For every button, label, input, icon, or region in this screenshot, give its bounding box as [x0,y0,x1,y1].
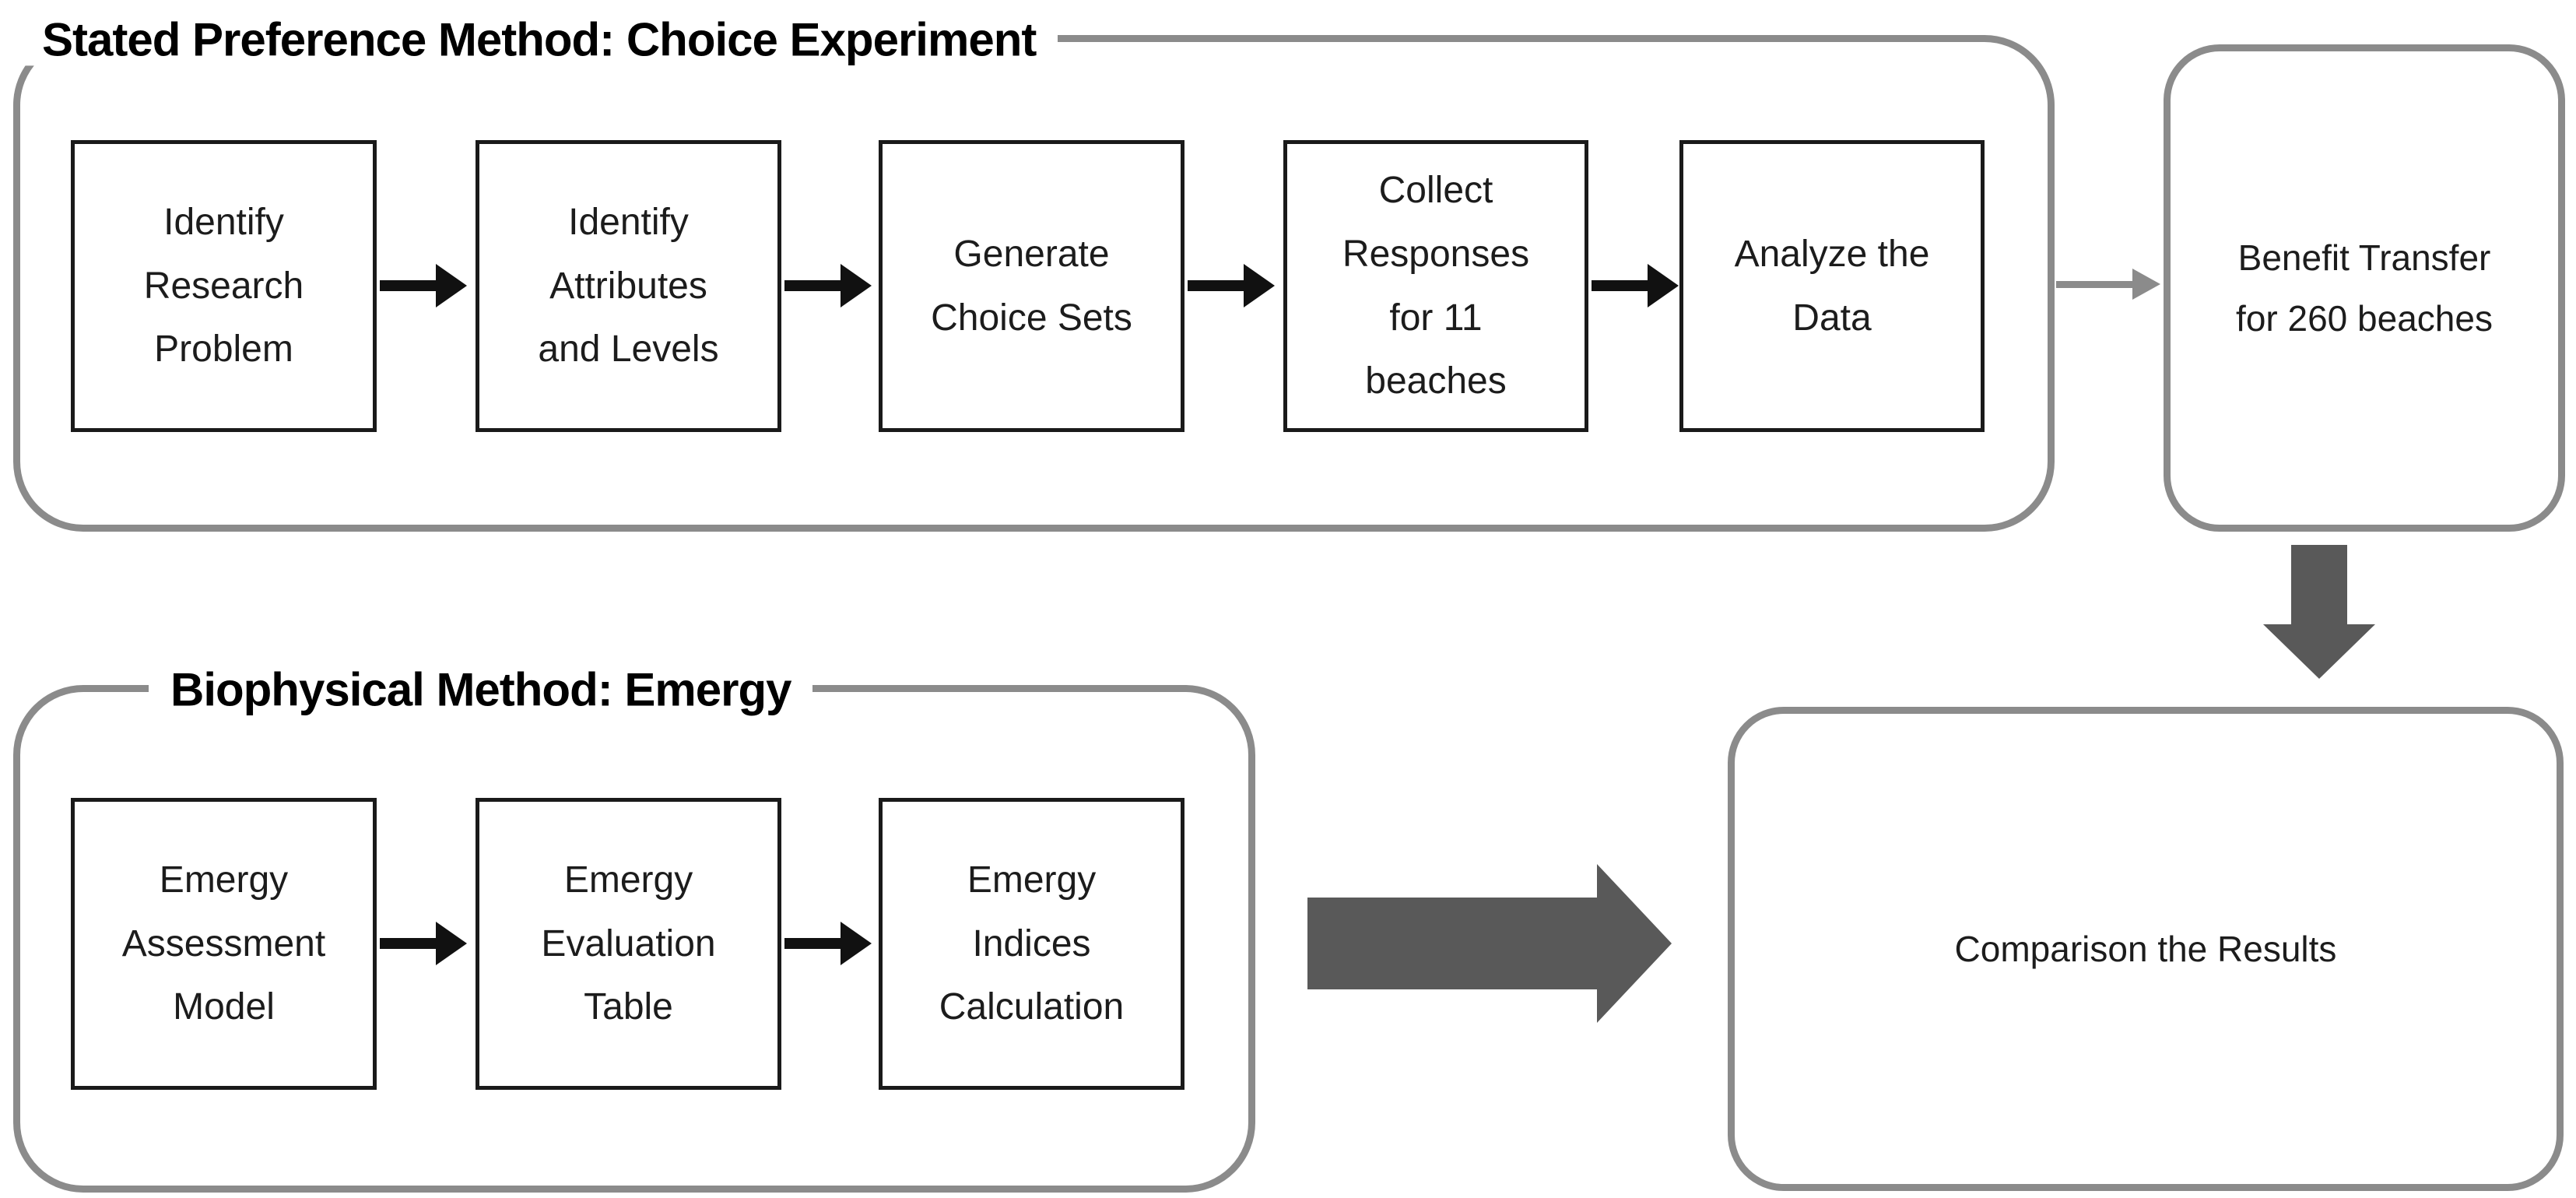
arrow-shaft [2291,545,2347,624]
block-arrow-down-icon [2263,545,2375,679]
flow-arrow-icon [380,922,467,965]
arrow-head-icon [2263,624,2375,679]
step-identify-research-problem: Identify Research Problem [71,140,377,432]
benefit-transfer-box: Benefit Transfer for 260 beaches [2164,44,2565,532]
arrow-head-icon [841,922,872,965]
arrow-head-icon [841,264,872,307]
arrow-head-icon [436,264,467,307]
step-identify-attributes-levels: Identify Attributes and Levels [476,140,781,432]
arrow-head-icon [2132,269,2160,300]
flow-arrow-icon [784,264,872,307]
step-emergy-indices-calculation: Emergy Indices Calculation [879,798,1184,1090]
flow-arrow-icon [1188,264,1275,307]
step-generate-choice-sets: Generate Choice Sets [879,140,1184,432]
step-analyze-data: Analyze the Data [1679,140,1985,432]
arrow-shaft [2056,280,2132,288]
stated-preference-group-title: Stated Preference Method: Choice Experim… [20,14,1058,66]
step-emergy-evaluation-table: Emergy Evaluation Table [476,798,781,1090]
arrow-shaft [1307,898,1597,989]
arrow-head-icon [436,922,467,965]
flow-arrow-icon [1592,264,1679,307]
biophysical-group-title: Biophysical Method: Emergy [149,664,813,716]
flow-arrow-icon [784,922,872,965]
arrow-shaft [380,938,436,949]
arrow-shaft [380,280,436,291]
arrow-shaft [1592,280,1648,291]
arrow-shaft [784,938,841,949]
step-emergy-assessment-model: Emergy Assessment Model [71,798,377,1090]
arrow-head-icon [1597,864,1672,1023]
arrow-head-icon [1648,264,1679,307]
gray-connector-arrow-icon [2056,269,2160,300]
step-collect-responses: Collect Responses for 11 beaches [1283,140,1588,432]
arrow-shaft [1188,280,1244,291]
block-arrow-right-icon [1307,864,1672,1023]
flow-arrow-icon [380,264,467,307]
arrow-shaft [784,280,841,291]
comparison-results-box: Comparison the Results [1728,707,2564,1191]
arrow-head-icon [1244,264,1275,307]
